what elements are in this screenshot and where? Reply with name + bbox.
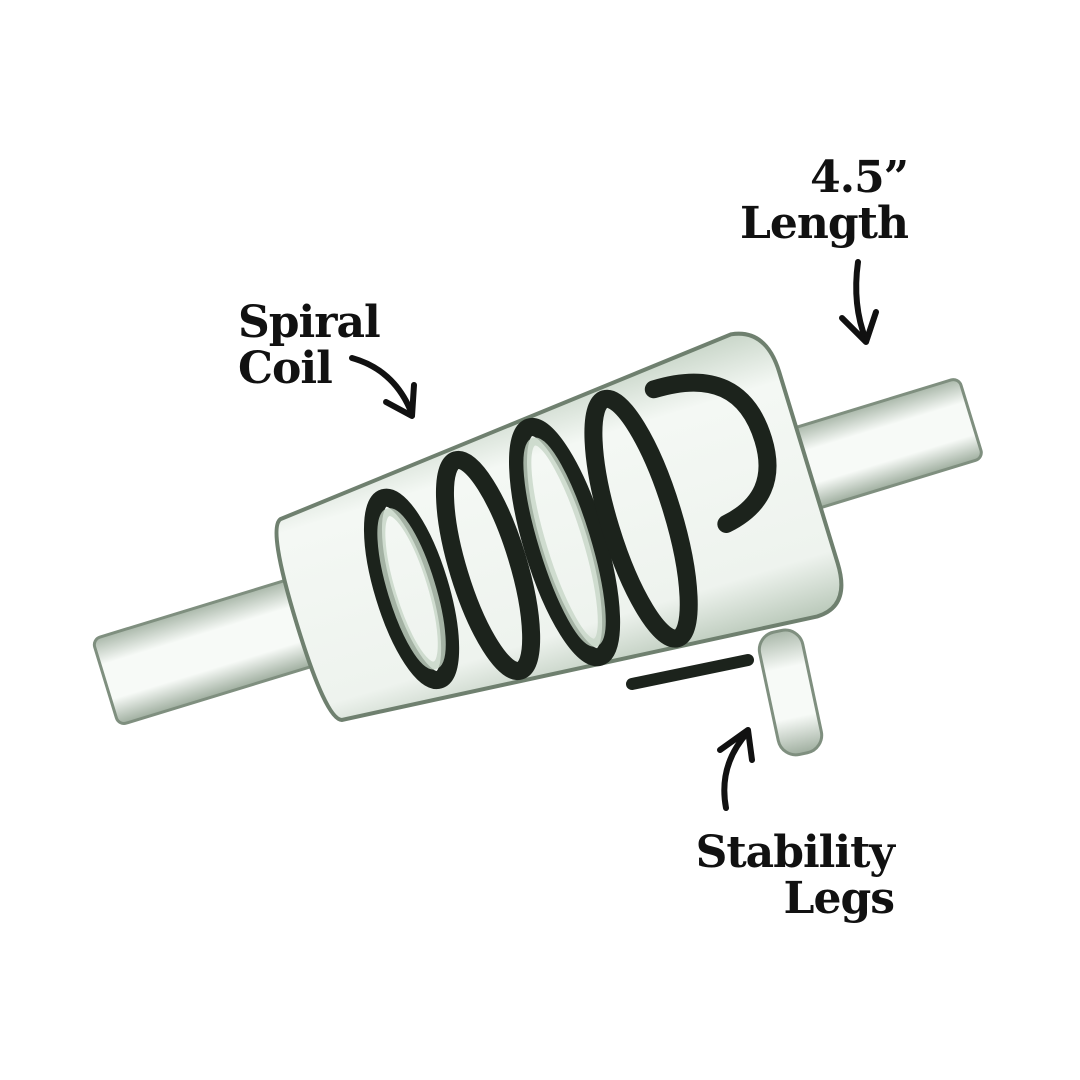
legs-line2: Legs (783, 873, 895, 924)
arrow-legs (717, 727, 755, 811)
coil-label: Spiral Coil (238, 297, 381, 394)
legs-label: Stability Legs (695, 827, 895, 924)
legs-line1: Stability (695, 827, 895, 878)
length-text: Length (739, 198, 909, 249)
spiral-coil (363, 373, 777, 690)
arrow-coil (349, 355, 417, 419)
length-label: 4.5” Length (739, 152, 909, 249)
leg-base-shadow (626, 654, 754, 690)
length-value: 4.5” (810, 152, 909, 203)
coil-line2: Coil (238, 343, 333, 394)
coil-line1: Spiral (238, 297, 381, 348)
arrow-length (839, 259, 879, 345)
stability-leg (757, 628, 824, 757)
glass-body (274, 331, 844, 722)
